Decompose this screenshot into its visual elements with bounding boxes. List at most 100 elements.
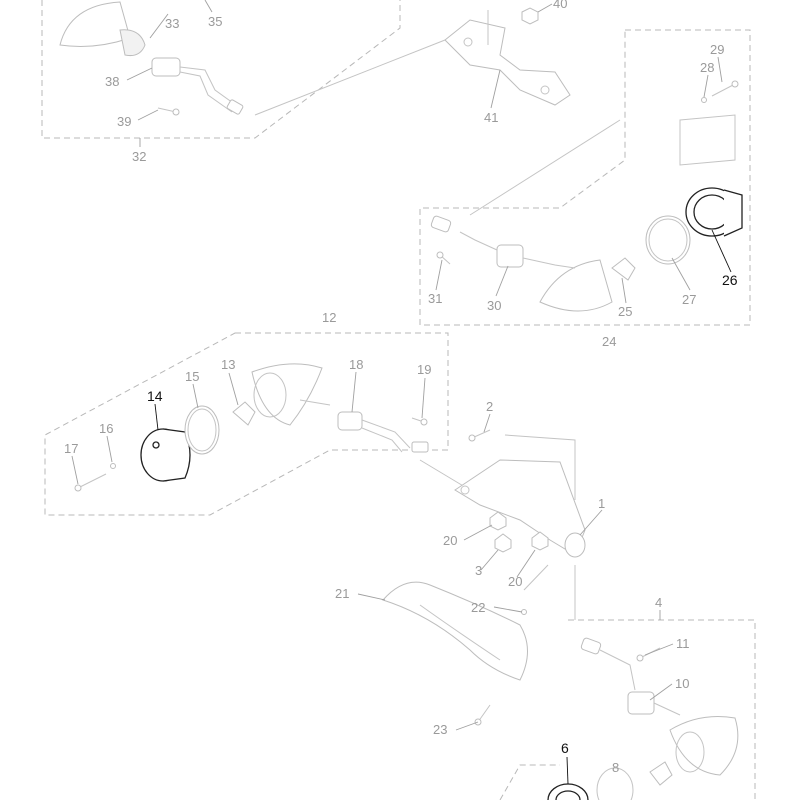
part-label-20-upper: 20: [443, 533, 457, 548]
part-label-33: 33: [165, 16, 179, 31]
part-label-29: 29: [710, 42, 724, 57]
leader-line-22: [493, 606, 523, 613]
leader-line-38: [126, 67, 153, 81]
group-box-8: [499, 764, 560, 800]
bulb-13: [232, 401, 256, 426]
part-label-2: 2: [486, 399, 493, 414]
leader-line-6: [566, 756, 569, 785]
screw-39: [157, 107, 180, 116]
leader-line-31: [435, 259, 443, 291]
lens-housing-24: [539, 259, 613, 312]
leader-line-21: [357, 593, 386, 601]
part-label-12: 12: [322, 310, 336, 325]
part-label-1: 1: [598, 496, 605, 511]
group-box-12: [44, 332, 449, 516]
leader-line-30: [495, 265, 509, 297]
leader-line-17: [71, 455, 79, 485]
lens-housing-33: [59, 1, 146, 56]
part-label-8: 8: [612, 760, 619, 775]
connector-line: [254, 39, 446, 116]
leader-line-18: [351, 371, 357, 413]
nut-20-upper: [489, 511, 507, 531]
part-label-3: 3: [475, 563, 482, 578]
part-label-21: 21: [335, 586, 349, 601]
group-box-4: [568, 619, 756, 800]
connector-line: [469, 119, 621, 216]
leader-line-3: [480, 549, 499, 571]
leader-line-14: [154, 403, 159, 431]
leader-line-1: [579, 509, 603, 536]
part-label-17: 17: [64, 441, 78, 456]
part-label-25: 25: [618, 304, 632, 319]
leader-line-19: [421, 377, 426, 419]
part-label-11: 11: [676, 636, 690, 651]
lens-ring-26: [685, 187, 743, 237]
leader-line-20b: [516, 549, 536, 578]
leader-line-39: [137, 109, 159, 121]
washer-16: [110, 463, 116, 469]
socket-assembly-38: [151, 57, 244, 115]
screw-2: [468, 429, 491, 442]
leader-line-41: [490, 69, 501, 109]
part-label-41: 41: [484, 110, 498, 125]
part-label-28: 28: [700, 60, 714, 75]
bulb-25: [611, 257, 636, 281]
bracket-1: [454, 434, 586, 558]
bracket-41: [444, 10, 571, 106]
leader-line-29: [717, 56, 723, 83]
part-label-24: 24: [602, 334, 616, 349]
screw-11: [636, 647, 661, 662]
part-label-20-lower: 20: [508, 574, 522, 589]
part-label-15: 15: [185, 369, 199, 384]
washer-28: [701, 97, 707, 103]
lens-ring-14: [140, 428, 191, 482]
leader-line-27: [671, 257, 691, 291]
leader-line-13: [228, 372, 239, 406]
leader-line-25: [621, 277, 627, 304]
part-label-26: 26: [722, 272, 738, 288]
part-label-22: 22: [471, 600, 485, 615]
lens-ring-6: [547, 783, 589, 800]
part-label-35: 35: [208, 14, 222, 29]
part-label-4: 4: [655, 595, 662, 610]
leader-line-10: [649, 683, 673, 701]
leader-line-28: [703, 74, 709, 98]
screw-19: [411, 417, 428, 426]
leader-line-40: [537, 3, 553, 13]
o-ring-27: [645, 215, 691, 265]
screw-29: [711, 80, 739, 97]
lens-housing-12: [251, 363, 323, 426]
part-label-14: 14: [147, 388, 163, 404]
cover-21: [382, 581, 528, 681]
part-label-39: 39: [117, 114, 131, 129]
part-label-16: 16: [99, 421, 113, 436]
leader-line-23: [455, 721, 479, 731]
o-ring-15: [184, 405, 220, 455]
bulb-8: [649, 761, 673, 786]
leader-line-15: [192, 383, 199, 409]
group-box-32: [41, 0, 401, 139]
leader-line-2: [483, 413, 491, 433]
part-label-31: 31: [428, 291, 442, 306]
part-label-30: 30: [487, 298, 501, 313]
part-label-32: 32: [132, 149, 146, 164]
part-label-10: 10: [675, 676, 689, 691]
group-box-24: [419, 29, 751, 326]
leader-line-11: [644, 643, 674, 656]
o-ring-8: [596, 767, 634, 800]
leader-line-35: [204, 0, 213, 13]
nut-3: [494, 533, 512, 553]
leader-line-26: [711, 229, 732, 273]
leader-line-16: [106, 435, 113, 463]
socket-assembly-18: [299, 399, 429, 453]
part-label-18: 18: [349, 357, 363, 372]
part-label-38: 38: [105, 74, 119, 89]
part-label-13: 13: [221, 357, 235, 372]
part-label-27: 27: [682, 292, 696, 307]
screw-22: [521, 564, 549, 615]
part-label-6: 6: [561, 740, 569, 756]
screw-31: [436, 251, 451, 265]
part-label-19: 19: [417, 362, 431, 377]
part-label-23: 23: [433, 722, 447, 737]
